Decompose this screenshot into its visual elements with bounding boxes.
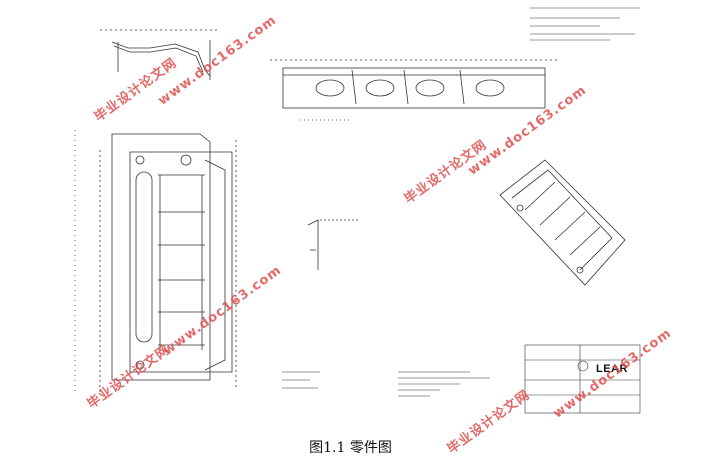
plan-view-main [74, 130, 237, 395]
revision-block [530, 7, 640, 41]
notes-block [282, 371, 490, 397]
front-view-top [270, 59, 560, 121]
section-detail-middle [307, 219, 360, 270]
title-block [524, 344, 641, 414]
figure-caption: 图1.1 零件图 [309, 440, 392, 456]
engineering-drawing [74, 7, 641, 414]
isometric-view [499, 159, 626, 286]
side-view-top-left [100, 29, 220, 80]
lear-logo: LEAR [596, 363, 628, 375]
